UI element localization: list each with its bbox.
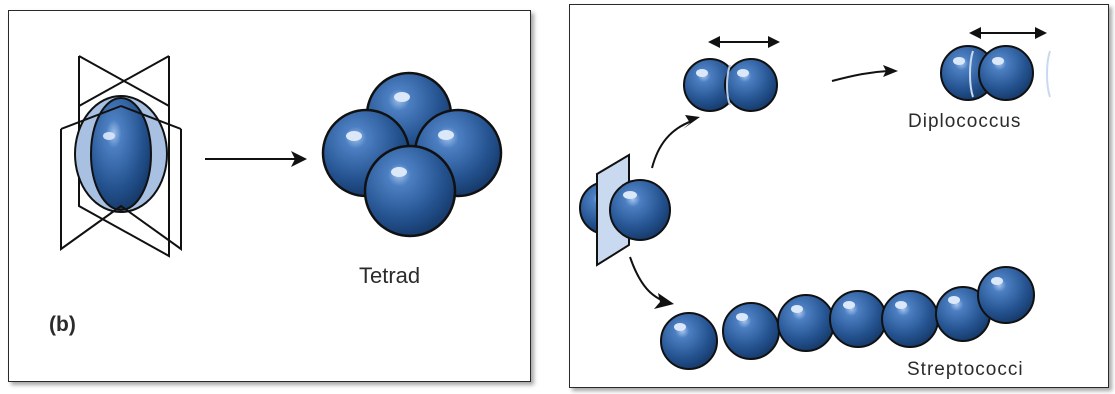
tetrad-cluster (321, 71, 503, 238)
division-plane-front (60, 105, 182, 251)
tetrad-panel: Tetrad (b) (8, 10, 531, 382)
double-arrow-icon (969, 27, 1047, 39)
single-plane-cell (579, 153, 671, 267)
double-arrow-icon (708, 36, 780, 48)
diplococcus-pair-1 (683, 58, 778, 112)
arrow-down-head (654, 293, 674, 309)
streptococci-label: Streptococci (907, 359, 1024, 380)
tetrad-label: Tetrad (359, 263, 420, 288)
arrow-right-icon (205, 151, 307, 167)
streptococci-chain (660, 266, 1035, 370)
arrow-up-head (683, 115, 700, 129)
diplococcus-label: Diplococcus (908, 111, 1021, 132)
tetrad-diagram: Tetrad (b) (49, 55, 503, 336)
arrow-right-icon (831, 65, 898, 82)
arrow-up-icon (651, 120, 693, 169)
diplo-strepto-panel: Diplococcus Streptococci (569, 4, 1109, 388)
diplococcus-pair-2 (940, 45, 1051, 101)
part-label: (b) (49, 313, 76, 336)
dividing-cell (74, 95, 168, 213)
cocci-arrangement-diagram: Diplococcus Streptococci (579, 27, 1051, 380)
